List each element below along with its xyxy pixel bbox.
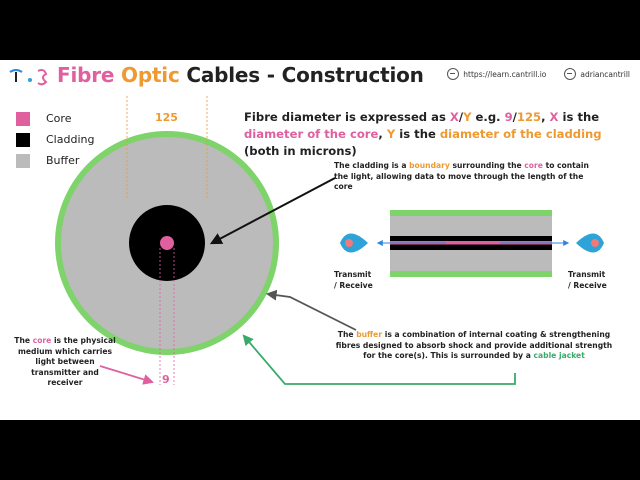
fibre-core-strip	[390, 241, 552, 245]
legend-label: Buffer	[46, 154, 80, 167]
cladding-note: The cladding is a boundary surrounding t…	[334, 161, 589, 191]
legend-item-core: Core	[16, 108, 94, 129]
cantrill-logo	[9, 69, 48, 86]
dimension-label-9: 9	[162, 373, 170, 386]
legend-swatch-buffer	[16, 153, 30, 168]
core-note: The core is the physical medium which ca…	[14, 336, 116, 387]
legend-swatch-cladding	[16, 132, 30, 147]
core-arrow	[99, 365, 155, 385]
legend-label: Core	[46, 112, 72, 125]
legend-swatch-core	[16, 111, 30, 126]
header: Fibre Optic Cables - Construction https:…	[0, 60, 640, 94]
fibre-jacket-top	[390, 210, 552, 216]
transmit-receive-left-label: Transmit / Receive	[334, 270, 373, 290]
fibre-core	[160, 236, 174, 250]
dimension-label-125: 125	[155, 111, 178, 124]
page-title: Fibre Optic Cables - Construction	[57, 63, 424, 87]
buffer-arrow	[265, 289, 357, 331]
link-icon	[447, 68, 460, 80]
cladding-arrow	[209, 177, 336, 245]
legend-item-cladding: Cladding	[16, 129, 94, 150]
legend: Core Cladding Buffer	[16, 108, 94, 171]
title-optic: Optic	[121, 63, 180, 87]
legend-item-buffer: Buffer	[16, 150, 94, 171]
transceiver-right-icon	[576, 233, 604, 253]
diameter-explanation: Fibre diameter is expressed as X/Y e.g. …	[244, 110, 602, 158]
header-links: https://learn.cantrill.io adriancantrill	[447, 68, 630, 80]
buffer-note: The buffer is a combination of internal …	[335, 330, 613, 360]
title-rest: Cables - Construction	[186, 63, 424, 87]
user-icon	[564, 68, 577, 80]
slide: Fibre Optic Cables - Construction https:…	[0, 60, 640, 420]
title-fibre: Fibre	[57, 63, 115, 87]
user-handle: adriancantrill	[580, 69, 630, 79]
transmit-receive-right-label: Transmit / Receive	[568, 270, 607, 290]
transceiver-left-icon	[340, 233, 368, 253]
legend-label: Cladding	[46, 133, 95, 146]
site-link[interactable]: https://learn.cantrill.io	[463, 69, 547, 79]
fibre-jacket-bottom	[390, 271, 552, 277]
diagram-canvas	[55, 96, 604, 385]
jacket-arrow	[242, 334, 516, 385]
